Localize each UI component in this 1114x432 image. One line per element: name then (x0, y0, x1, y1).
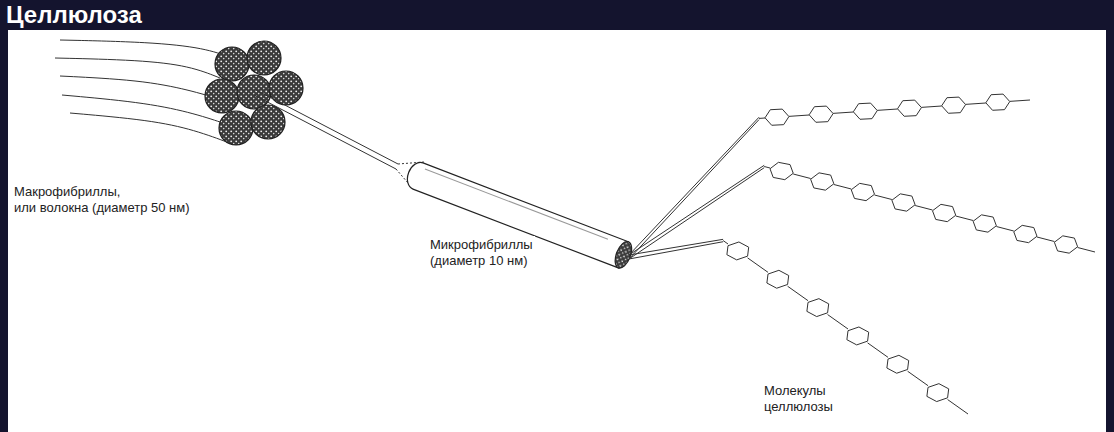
fibril-cross-section (237, 75, 271, 109)
glycosidic-link (828, 315, 848, 329)
glucose-ring (933, 204, 956, 221)
glycosidic-link (793, 174, 810, 178)
glycosidic-link (759, 118, 765, 119)
glucose-ring (927, 384, 949, 402)
glucose-ring (765, 109, 789, 125)
glycosidic-link (723, 241, 728, 244)
glucose-ring (892, 194, 915, 211)
glycosidic-link (868, 343, 888, 357)
glucose-ring (973, 215, 996, 232)
glycosidic-link (921, 106, 941, 107)
glucose-ring (1054, 236, 1077, 253)
cylinder-shine (425, 169, 608, 239)
glycosidic-link (789, 115, 809, 116)
glucose-ring (767, 270, 789, 288)
molecule-strand (629, 168, 764, 259)
glycosidic-link (996, 227, 1013, 231)
glucose-ring (1014, 225, 1037, 242)
glycosidic-link (956, 216, 973, 220)
cellulose-chains (629, 94, 1095, 414)
glycosidic-link (748, 258, 768, 272)
page-title: Целлюлоза (6, 0, 142, 29)
molecule-strand (629, 239, 723, 255)
glycosidic-link (1078, 248, 1095, 252)
glycosidic-link (948, 400, 968, 414)
glycosidic-link (908, 371, 928, 385)
glucose-ring (898, 100, 922, 116)
glycosidic-link (874, 195, 891, 199)
glucose-ring (807, 299, 829, 317)
glycosidic-link (788, 286, 808, 300)
fibril-cross-section (205, 79, 239, 113)
glucose-ring (887, 355, 909, 373)
glucose-ring (942, 97, 966, 113)
fibril-cross-section (219, 111, 253, 145)
molecule-strand (629, 120, 759, 259)
cylinder-body (404, 159, 629, 268)
glucose-ring (851, 183, 874, 200)
molecule-strand (629, 242, 723, 259)
part-label: Макрофибриллы, или волокна (диаметр 50 н… (12, 183, 192, 217)
glycosidic-link (877, 109, 897, 110)
glycosidic-link (1010, 100, 1030, 101)
microfibril-rod (254, 90, 424, 190)
microfibril-cylinder (404, 159, 635, 270)
fiber-strand (60, 40, 232, 58)
rod-edge (254, 95, 396, 169)
glucose-ring (811, 173, 834, 190)
glucose-ring (809, 106, 833, 122)
glycosidic-link (1037, 237, 1054, 241)
glycosidic-link (966, 103, 986, 104)
glycosidic-link (764, 166, 770, 168)
glucose-ring (986, 94, 1010, 110)
glucose-ring (853, 103, 877, 119)
molecule-strand (629, 117, 759, 255)
part-label: Молекулы целлюлозы (762, 382, 835, 416)
fibril-cross-section (251, 105, 285, 139)
fibril-cross-section (247, 41, 281, 75)
fiber-strand (55, 58, 220, 78)
macrofibril-bundle (205, 41, 303, 145)
fiber-strand (62, 95, 226, 124)
glucose-ring (727, 242, 749, 260)
glycosidic-link (915, 206, 932, 210)
glucose-ring (847, 327, 869, 345)
fiber-strand (60, 76, 222, 100)
glycosidic-link (834, 185, 851, 189)
part-label: Микрофибриллы (диаметр 10 нм) (428, 236, 535, 270)
glucose-ring (770, 162, 793, 179)
molecule-strand (629, 165, 764, 255)
fibril-cross-section (215, 47, 249, 81)
glycosidic-link (833, 112, 853, 113)
fiber-strand (70, 113, 232, 144)
rod-edge (256, 90, 398, 164)
